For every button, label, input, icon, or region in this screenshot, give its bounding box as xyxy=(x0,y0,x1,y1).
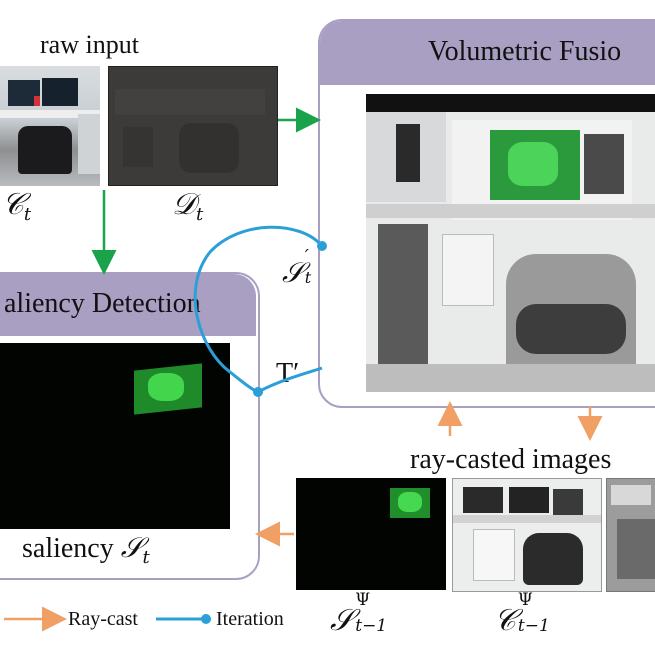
iteration-loop xyxy=(193,225,324,394)
depth-image xyxy=(108,66,278,186)
volumetric-fusion-header xyxy=(320,21,655,85)
raycast-saliency-image xyxy=(296,478,446,590)
legend-iteration-label: Iteration xyxy=(216,608,284,630)
volumetric-fusion-title: Volumetric Fusio xyxy=(428,36,622,67)
iteration-dot-top xyxy=(317,241,327,251)
color-image xyxy=(0,66,100,186)
raycast-saliency-label: 𝒮 Ψ t−1 xyxy=(330,590,388,638)
saliency-prime-label: 𝒮 ′ t xyxy=(282,246,312,289)
depth-image-label: 𝒟t xyxy=(172,187,204,225)
saliency-caption: saliency 𝒮t xyxy=(22,531,150,568)
legend-raycast-label: Ray-cast xyxy=(68,608,138,630)
legend-iteration-dot xyxy=(201,614,211,624)
fused-scene-image xyxy=(366,94,655,392)
raycast-normal-image xyxy=(606,478,655,592)
raycast-color-label: 𝒞 Ψ t−1 xyxy=(494,590,550,638)
saliency-detection-header xyxy=(0,274,256,336)
ray-casted-images-label: ray-casted images xyxy=(410,444,612,475)
saliency-detection-title: aliency Detection xyxy=(4,288,201,319)
color-image-label: 𝒞t xyxy=(2,187,32,225)
raycast-color-image xyxy=(452,478,602,592)
raw-input-label: raw input xyxy=(40,30,139,59)
iteration-dot-bottom xyxy=(253,387,263,397)
saliency-image xyxy=(0,343,230,529)
